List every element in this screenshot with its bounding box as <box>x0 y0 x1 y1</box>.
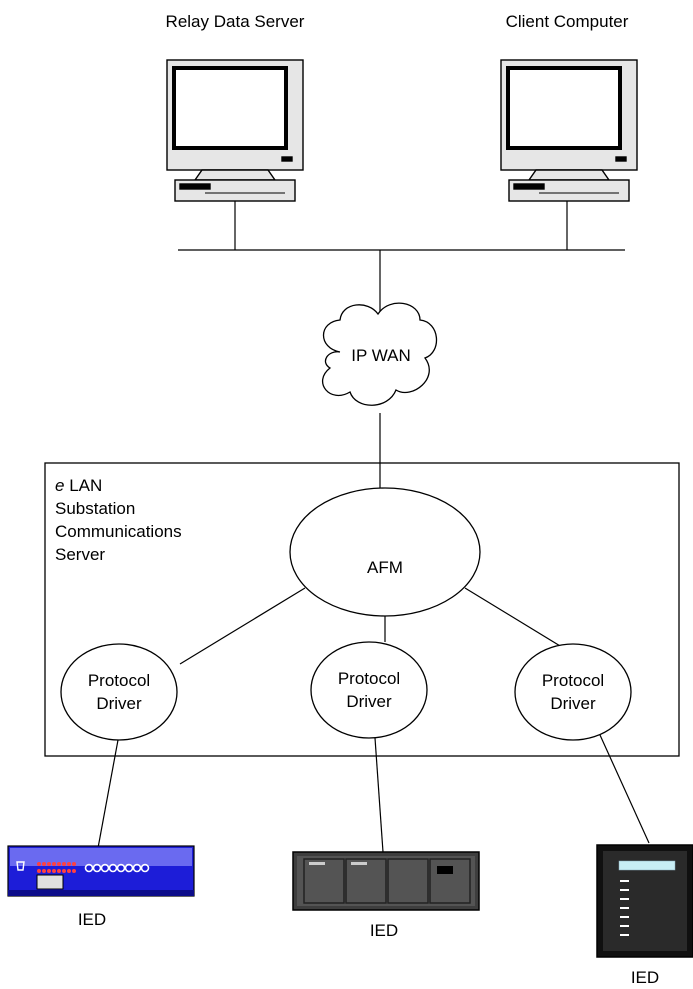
protocol-driver-3: Protocol Driver <box>514 643 632 741</box>
ied-3-device-icon <box>596 844 693 958</box>
afm-label: AFM <box>367 558 403 577</box>
ied-1-device-icon <box>7 845 195 897</box>
substation-title-line-3: Communications <box>55 522 182 541</box>
ied-1-label: IED <box>78 910 106 929</box>
driver-3-line1: Protocol <box>542 671 604 690</box>
substation-server-title: e LAN Substation Communications Server <box>55 476 182 564</box>
driver-1-line2: Driver <box>96 694 142 713</box>
relay-data-server-label: Relay Data Server <box>166 12 305 31</box>
ip-wan-label: IP WAN <box>351 346 411 365</box>
substation-title-line-4: Server <box>55 545 105 564</box>
client-computer-label: Client Computer <box>506 12 629 31</box>
protocol-driver-2: Protocol Driver <box>310 641 428 739</box>
ied-connections <box>97 734 650 853</box>
internal-connections <box>179 587 571 665</box>
ied-3-label: IED <box>631 968 659 987</box>
protocol-driver-1: Protocol Driver <box>60 643 178 741</box>
svg-text:e LAN: e LAN <box>55 476 102 495</box>
relay-data-server-computer-icon <box>166 59 304 202</box>
ied-2-label: IED <box>370 921 398 940</box>
substation-title-line-1: e <box>55 476 64 495</box>
afm-node: AFM <box>289 487 481 617</box>
driver-2-line2: Driver <box>346 692 392 711</box>
substation-title-line-2: Substation <box>55 499 135 518</box>
ip-wan-cloud: IP WAN <box>322 302 438 406</box>
driver-1-line1: Protocol <box>88 671 150 690</box>
driver-2-line1: Protocol <box>338 669 400 688</box>
ied-2-device-icon <box>292 851 480 911</box>
substation-server-box <box>44 462 680 757</box>
client-computer-icon <box>500 59 638 202</box>
driver-3-line2: Driver <box>550 694 596 713</box>
lan-connections <box>178 201 625 490</box>
substation-title-line-1-rest: LAN <box>69 476 102 495</box>
